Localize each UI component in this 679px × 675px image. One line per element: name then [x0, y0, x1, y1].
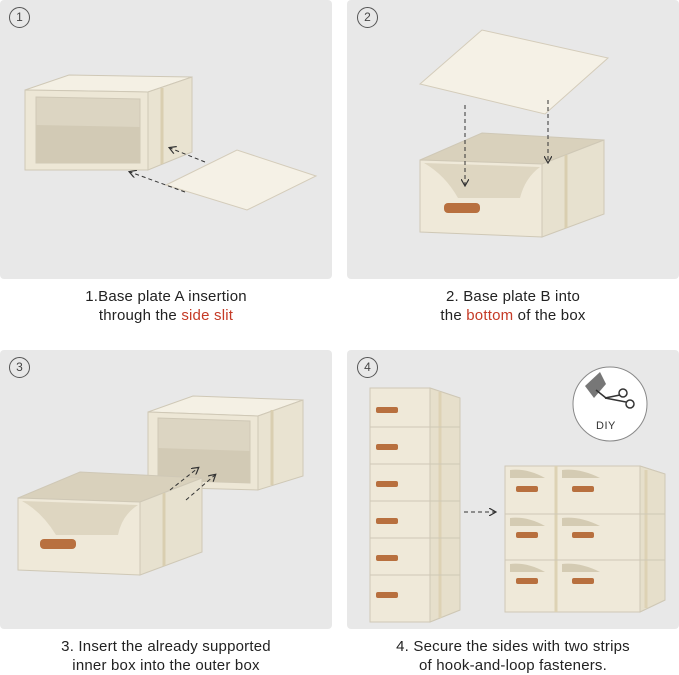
step-1-caption-line1: 1.Base plate A insertion	[85, 288, 247, 305]
step-4-caption-line1: 4. Secure the sides with two strips	[396, 638, 630, 655]
step-1-box-illustration	[24, 74, 193, 171]
step-1-number: 1	[9, 7, 30, 28]
diy-badge	[572, 366, 648, 442]
step-1-plate-a	[164, 149, 318, 211]
step-2-caption-text: the	[440, 307, 467, 324]
step-4-caption-line2: of hook-and-loop fasteners.	[418, 657, 607, 674]
step-2-box-illustration	[419, 132, 605, 238]
scissors-icon	[585, 372, 635, 409]
step-3-caption: 3. Insert the already supported inner bo…	[0, 637, 332, 675]
step-3-inner-box	[17, 471, 203, 576]
step-1-caption: 1.Base plate A insertion through the sid…	[0, 287, 332, 325]
diy-label: DIY	[596, 420, 616, 432]
step-2-caption-line1: 2. Base plate B into	[445, 288, 581, 305]
step-4-grid-stack	[504, 465, 666, 613]
step-4-tall-stack	[369, 387, 461, 623]
step-2-plate-b	[418, 29, 610, 115]
step-3-caption-line2: inner box into the outer box	[72, 657, 260, 674]
step-1-caption-text: through the	[98, 307, 182, 324]
step-4-number: 4	[357, 357, 378, 378]
step-2-number: 2	[357, 7, 378, 28]
step-3-number: 3	[9, 357, 30, 378]
step-4-caption: 4. Secure the sides with two strips of h…	[347, 637, 679, 675]
step-3-caption-line1: 3. Insert the already supported	[61, 638, 271, 655]
step-2-caption-highlight: bottom	[466, 307, 514, 324]
step-2-caption-tail: of the box	[513, 307, 586, 324]
step-1-caption-line2: through the side slit	[0, 306, 332, 325]
step-1-caption-highlight: side slit	[181, 307, 234, 324]
step-2-caption-line2: the bottom of the box	[347, 306, 679, 325]
step-2-caption: 2. Base plate B into the bottom of the b…	[347, 287, 679, 325]
step-3-outer-box	[147, 395, 304, 491]
